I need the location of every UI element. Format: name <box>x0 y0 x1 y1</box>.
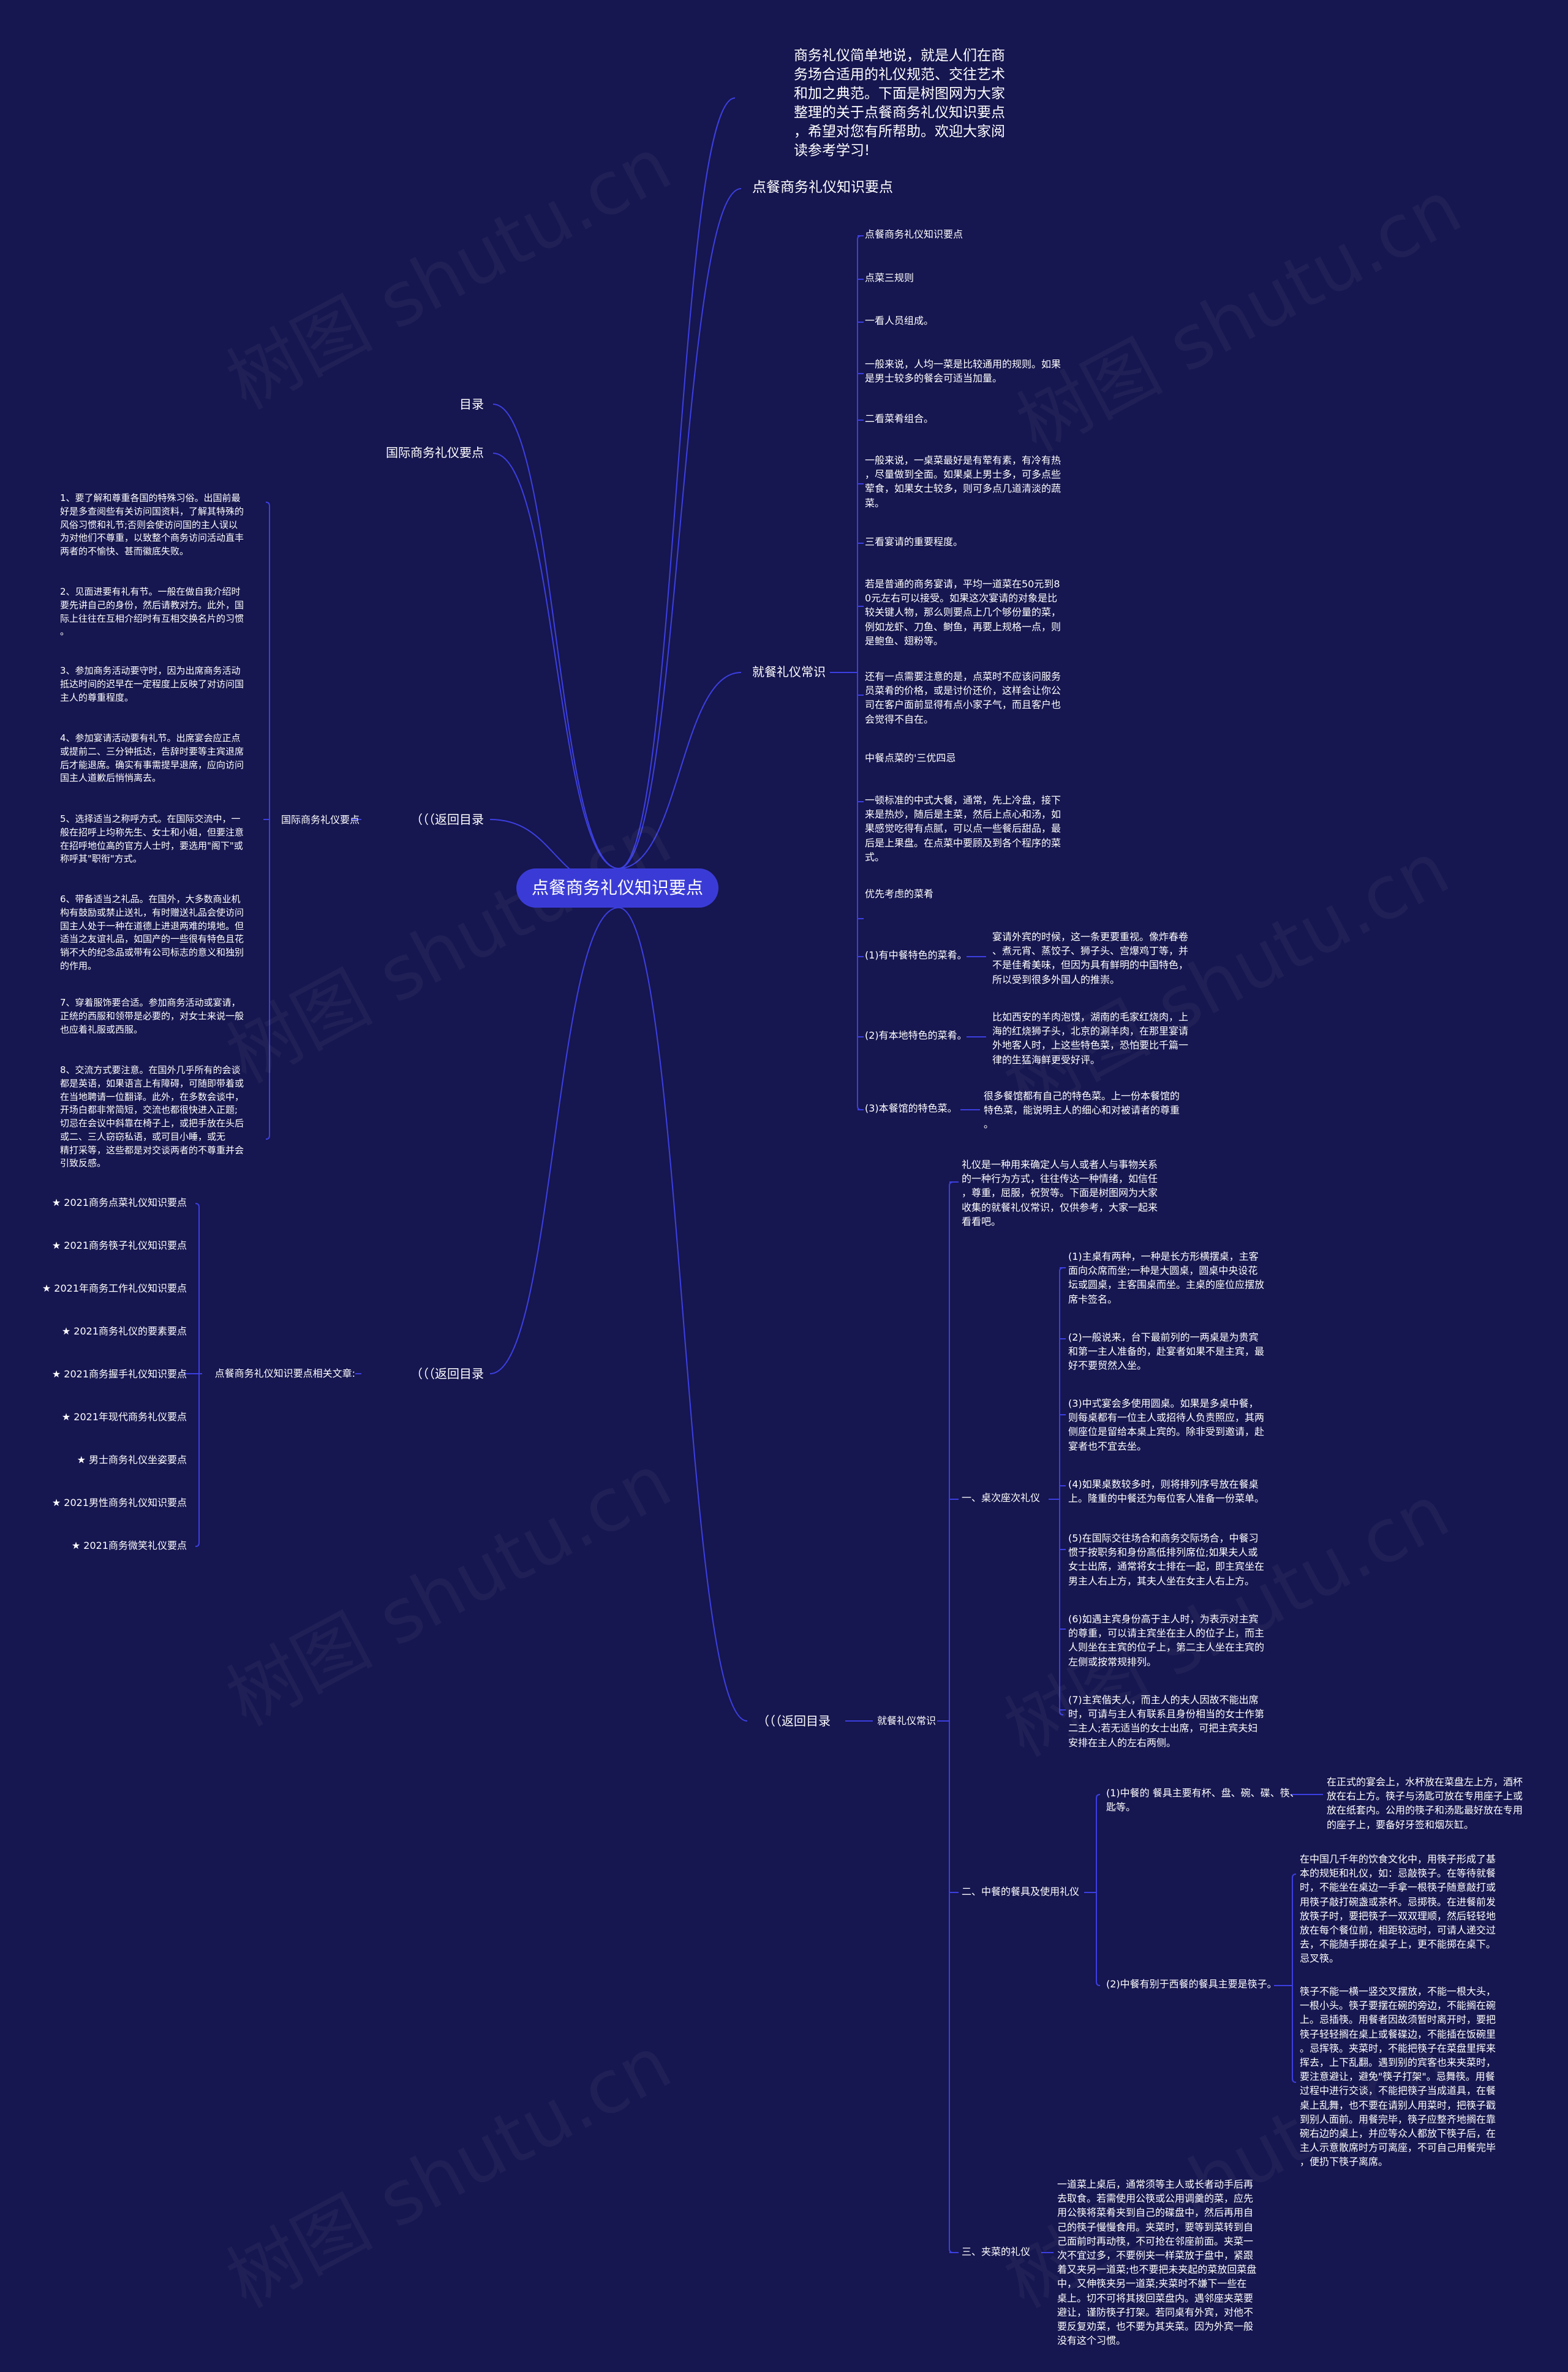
root-node[interactable]: 点餐商务礼仪知识要点 <box>516 868 718 908</box>
back-to-toc-button[interactable]: （（（返回目录 <box>410 812 484 827</box>
bracket-line <box>1292 1873 1297 2083</box>
related-article-link[interactable]: ★ 2021商务礼仪的要素要点 <box>61 1325 187 1337</box>
related-article-link[interactable]: ★ 2021商务握手礼仪知识要点 <box>51 1368 187 1380</box>
node-jiucan[interactable]: 就餐礼仪常识 <box>752 665 826 679</box>
jiucan-item: 点菜三规则 <box>865 272 914 284</box>
related-articles-label[interactable]: 点餐商务礼仪知识要点相关文章: <box>214 1368 355 1379</box>
section-label[interactable]: 二、中餐的餐具及使用礼仪 <box>962 1886 1080 1897</box>
back-to-toc-button[interactable]: （（（返回目录 <box>410 1366 484 1381</box>
guoji-item: 3、参加商务活动要守时，因为出席商务活动 抵达时间的迟早在一定程度上反映了对访问… <box>60 665 244 703</box>
special-label: (2)有本地特色的菜肴。 <box>865 1030 967 1041</box>
bracket-line <box>1096 1794 1101 1986</box>
jiucan-item: 二看菜肴组合。 <box>865 413 934 424</box>
related-article-link[interactable]: ★ 2021商务筷子礼仪知识要点 <box>51 1240 187 1251</box>
connector-line <box>618 672 742 869</box>
connector-line <box>489 907 619 1374</box>
jiucan-item: 若是普通的商务宴请，平均一道菜在50元到8 0元左右可以接受。如果这次宴请的对象… <box>865 578 1061 647</box>
guoji-item: 1、要了解和尊重各国的特殊习俗。出国前最 好是多查阅些有关访问国资料，了解其特殊… <box>60 492 244 557</box>
tableware-text: 在正式的宴会上，水杯放在菜盘左上方，酒杯 放在右上方。筷子与汤匙可放在专用座子上… <box>1327 1776 1523 1831</box>
jiucan-item: 一般来说，人均一菜是比较通用的规则。如果 是男士较多的餐会可适当加量。 <box>865 358 1061 385</box>
related-article-link[interactable]: ★ 2021商务点菜礼仪知识要点 <box>51 1197 187 1208</box>
bracket-line <box>857 235 862 1110</box>
special-text: 比如西安的羊肉泡馍，湖南的毛家红烧肉，上 海的红烧狮子头，北京的涮羊肉，在那里宴… <box>992 1011 1189 1066</box>
related-article-link[interactable]: ★ 2021年现代商务礼仪要点 <box>61 1411 187 1423</box>
node-guoji-sub[interactable]: 国际商务礼仪要点 <box>281 814 360 826</box>
node-mulu[interactable]: 目录 <box>459 397 484 412</box>
guoji-item: 7、穿着服饰要合适。参加商务活动或宴请， 正统的西服和领带是必要的，对女士来说一… <box>60 997 244 1035</box>
special-label: (1)有中餐特色的菜肴。 <box>865 949 967 961</box>
jiucan-item: 点餐商务礼仪知识要点 <box>865 228 963 240</box>
connector-line <box>492 453 619 869</box>
connector-line <box>618 97 736 869</box>
serving-text: 一道菜上桌后，通常须等主人或长者动手后再 去取食。若需使用公筷或公用调羹的菜，应… <box>1057 2178 1257 2347</box>
tableware-label: (1)中餐的 餐具主要有杯、盘、碗、碟、筷、 匙等。 <box>1106 1787 1300 1813</box>
jiucan-item: 一顿标准的中式大餐，通常，先上冷盘，接下 来是热炒，随后是主菜，然后上点心和汤，… <box>865 794 1061 863</box>
bracket-line <box>195 1203 200 1547</box>
bracket-line <box>949 1181 954 2253</box>
connector-line <box>492 404 619 869</box>
special-label: (3)本餐馆的特色菜。 <box>865 1102 957 1114</box>
guoji-item: 2、见面进要有礼有节。一般在做自我介绍时 要先讲自己的身份，然后请教对方。此外，… <box>60 586 244 638</box>
jiucan-item: 三看宴请的重要程度。 <box>865 536 963 548</box>
bracket-line <box>265 502 270 1140</box>
seating-item: (6)如遇主宾身份高于主人时，为表示对主宾 的尊重，可以请主宾坐在主人的位子上，… <box>1068 1613 1265 1668</box>
intro-text: 商务礼仪简单地说，就是人们在商 务场合适用的礼仪规范、交往艺术 和加之典范。下面… <box>794 48 1005 159</box>
section-label[interactable]: 一、桌次座次礼仪 <box>962 1492 1041 1504</box>
guoji-item: 5、选择适当之称呼方式。在国际交流中，一 般在招呼上均称先生、女士和小姐，但要注… <box>60 813 244 865</box>
special-text: 宴请外宾的时候，这一条更要重视。像炸春卷 、煮元宵、蒸饺子、狮子头、宫爆鸡丁等，… <box>992 931 1189 985</box>
chopsticks-label: (2)中餐有别于西餐的餐具主要是筷子。 <box>1106 1978 1277 1990</box>
related-article-link[interactable]: ★ 男士商务礼仪坐姿要点 <box>77 1454 187 1466</box>
node-guoji[interactable]: 国际商务礼仪要点 <box>386 445 484 460</box>
related-article-link[interactable]: ★ 2021男性商务礼仪知识要点 <box>51 1497 187 1508</box>
section-label[interactable]: 三、夹菜的礼仪 <box>962 2246 1031 2257</box>
connector-line <box>618 188 742 869</box>
guoji-item: 6、带备适当之礼品。在国外，大多数商业机 构有鼓励或禁止送礼，有时赠送礼品会使访… <box>60 894 244 971</box>
back-to-toc-button[interactable]: （（（返回目录 <box>757 1714 831 1728</box>
seating-item: (1)主桌有两种，一种是长方形横摆桌，主客 面向众席而坐;一种是大圆桌，圆桌中央… <box>1068 1251 1265 1305</box>
related-article-link[interactable]: ★ 2021年商务工作礼仪知识要点 <box>42 1282 187 1294</box>
seating-item: (5)在国际交往场合和商务交际场合，中餐习 惯于按职务和身份高低排列席位;如果夫… <box>1068 1532 1265 1587</box>
jiucan-intro: 礼仪是一种用来确定人与人或者人与事物关系 的一种行为方式，往往传达一种情绪，如信… <box>962 1159 1158 1227</box>
seating-item: (2)一般说来，台下最前列的一两桌是为贵宾 和第一主人准备的，赴宴者如果不是主宾… <box>1068 1331 1265 1372</box>
node-title[interactable]: 点餐商务礼仪知识要点 <box>752 179 893 195</box>
jiucan-item: 一般来说，一桌菜最好是有荤有素，有冷有热 ，尽量做到全面。如果桌上男士多，可多点… <box>865 454 1061 509</box>
jiucan-item: 中餐点菜的'三优四忌 <box>865 752 956 764</box>
jiucan-item: 一看人员组成。 <box>865 315 934 326</box>
jiucan-item: 优先考虑的菜肴 <box>865 888 934 900</box>
chopsticks-text: 筷子不能一横一竖交叉摆放，不能一根大头， 一根小头。筷子要摆在碗的旁边，不能搁在… <box>1300 1986 1496 2168</box>
special-text: 很多餐馆都有自己的特色菜。上一份本餐馆的 特色菜，能说明主人的细心和对被请者的尊… <box>984 1090 1180 1131</box>
seating-item: (7)主宾偕夫人，而主人的夫人因故不能出席 时，可请与主人有联系且身份相当的女士… <box>1068 1694 1265 1749</box>
seating-item: (3)中式宴会多使用圆桌。如果是多桌中餐， 则每桌都有一位主人或招待人负责照应，… <box>1068 1398 1265 1452</box>
jiucan-item: 还有一点需要注意的是，点菜时不应该问服务 员菜肴的价格，或是讨价还价，这样会让你… <box>865 671 1061 725</box>
node-jiucan-changshi[interactable]: 就餐礼仪常识 <box>877 1715 937 1726</box>
connector-line <box>618 907 748 1722</box>
related-article-link[interactable]: ★ 2021商务微笑礼仪要点 <box>71 1540 187 1551</box>
guoji-item: 8、交流方式要注意。在国外几乎所有的会谈 都是英语，如果语言上有障碍，可随即带着… <box>60 1064 244 1169</box>
bracket-line <box>1059 1267 1064 1715</box>
seating-item: (4)如果桌数较多时，则将排列序号放在餐桌 上。隆重的中餐还为每位客人准备一份菜… <box>1068 1478 1265 1505</box>
chopsticks-text: 在中国几千年的饮食文化中，用筷子形成了基 本的规矩和礼仪，如：忌敲筷子。在等待就… <box>1300 1853 1496 1965</box>
guoji-item: 4、参加宴请活动要有礼节。出席宴会应正点 或提前二、三分钟抵达，告辞时要等主宾退… <box>60 732 244 784</box>
